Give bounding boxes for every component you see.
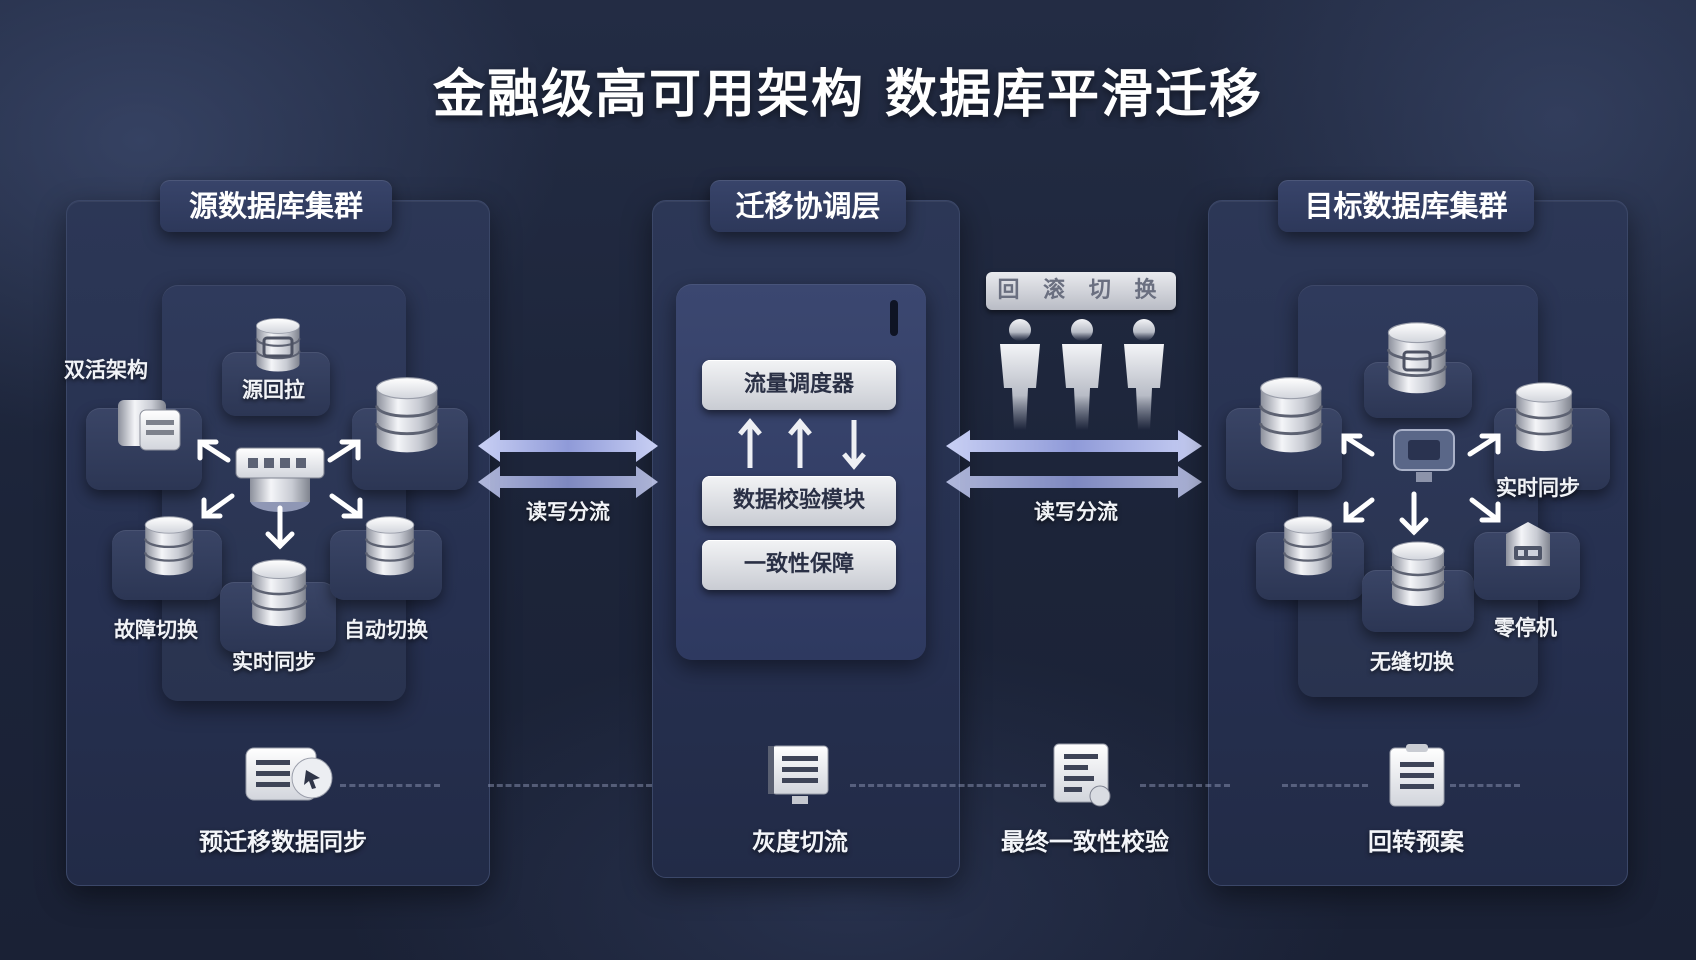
right-read-write-split-label: 读写分流 [1034, 500, 1118, 524]
coordination-inner [676, 284, 926, 660]
rollback-plan-label: 回转预案 [1368, 828, 1464, 856]
rollback-users-icon [1000, 319, 1164, 430]
source-cluster-header: 源数据库集群 [160, 180, 392, 232]
source-hub-icon [235, 447, 325, 512]
coordination-layer-header: 迁移协调层 [710, 180, 906, 232]
source-arrows [197, 439, 363, 550]
gray-release-icon [768, 745, 829, 804]
page-title: 金融级高可用架构 数据库平滑迁移 [432, 65, 1264, 125]
bottom-dashed-connector-3 [850, 784, 1046, 787]
rollback-switch-bar: 回 滚 切 换 [986, 272, 1176, 310]
right-read-write-split-arrows [946, 430, 1202, 498]
module-flow-arrows [738, 418, 866, 470]
final-consistency-check-label: 最终一致性校验 [1001, 828, 1169, 856]
consistency-guarantee-module: 一致性保障 [702, 540, 896, 590]
data-validation-module: 数据校验模块 [702, 476, 896, 526]
rollback-plan-icon [1389, 744, 1445, 807]
source-gateway-db-icon [255, 317, 301, 373]
bottom-dashed-connector-6 [1450, 784, 1520, 787]
target-hub-icon [1393, 429, 1455, 482]
source-pull-label: 源回拉 [242, 378, 305, 402]
bottom-dashed-connector-1 [340, 784, 440, 787]
auto-switch-label: 自动切换 [344, 618, 428, 642]
source-realtime-db-icon [250, 558, 308, 628]
bottom-dashed-connector-5 [1282, 784, 1368, 787]
source-server-icon [118, 400, 181, 451]
gray-release-label: 灰度切流 [752, 828, 848, 856]
target-db-lower-left-icon [1283, 515, 1333, 577]
traffic-scheduler-module: 流量调度器 [702, 360, 896, 410]
coordination-indicator [890, 300, 898, 336]
pre-migration-sync-label: 预迁移数据同步 [199, 828, 367, 856]
bottom-dashed-connector-4 [1140, 784, 1230, 787]
source-realtime-sync-label: 实时同步 [232, 650, 316, 674]
target-db-left-icon [1259, 376, 1323, 454]
target-realtime-sync-label: 实时同步 [1496, 476, 1580, 500]
seamless-switch-label: 无缝切换 [1370, 650, 1454, 674]
zero-downtime-server-icon [1506, 522, 1550, 566]
left-read-write-split-label: 读写分流 [526, 500, 610, 524]
failover-label: 故障切换 [114, 618, 198, 642]
left-read-write-split-arrows [478, 430, 658, 498]
bottom-dashed-connector-2 [488, 784, 652, 787]
pre-migration-sync-icon [245, 747, 333, 801]
target-db-top-icon [1386, 321, 1448, 395]
final-consistency-check-icon [1053, 743, 1111, 807]
target-cluster-header: 目标数据库集群 [1278, 180, 1534, 232]
target-arrows [1341, 433, 1501, 536]
zero-downtime-label: 零停机 [1494, 616, 1557, 640]
active-active-label: 双活架构 [64, 358, 148, 382]
